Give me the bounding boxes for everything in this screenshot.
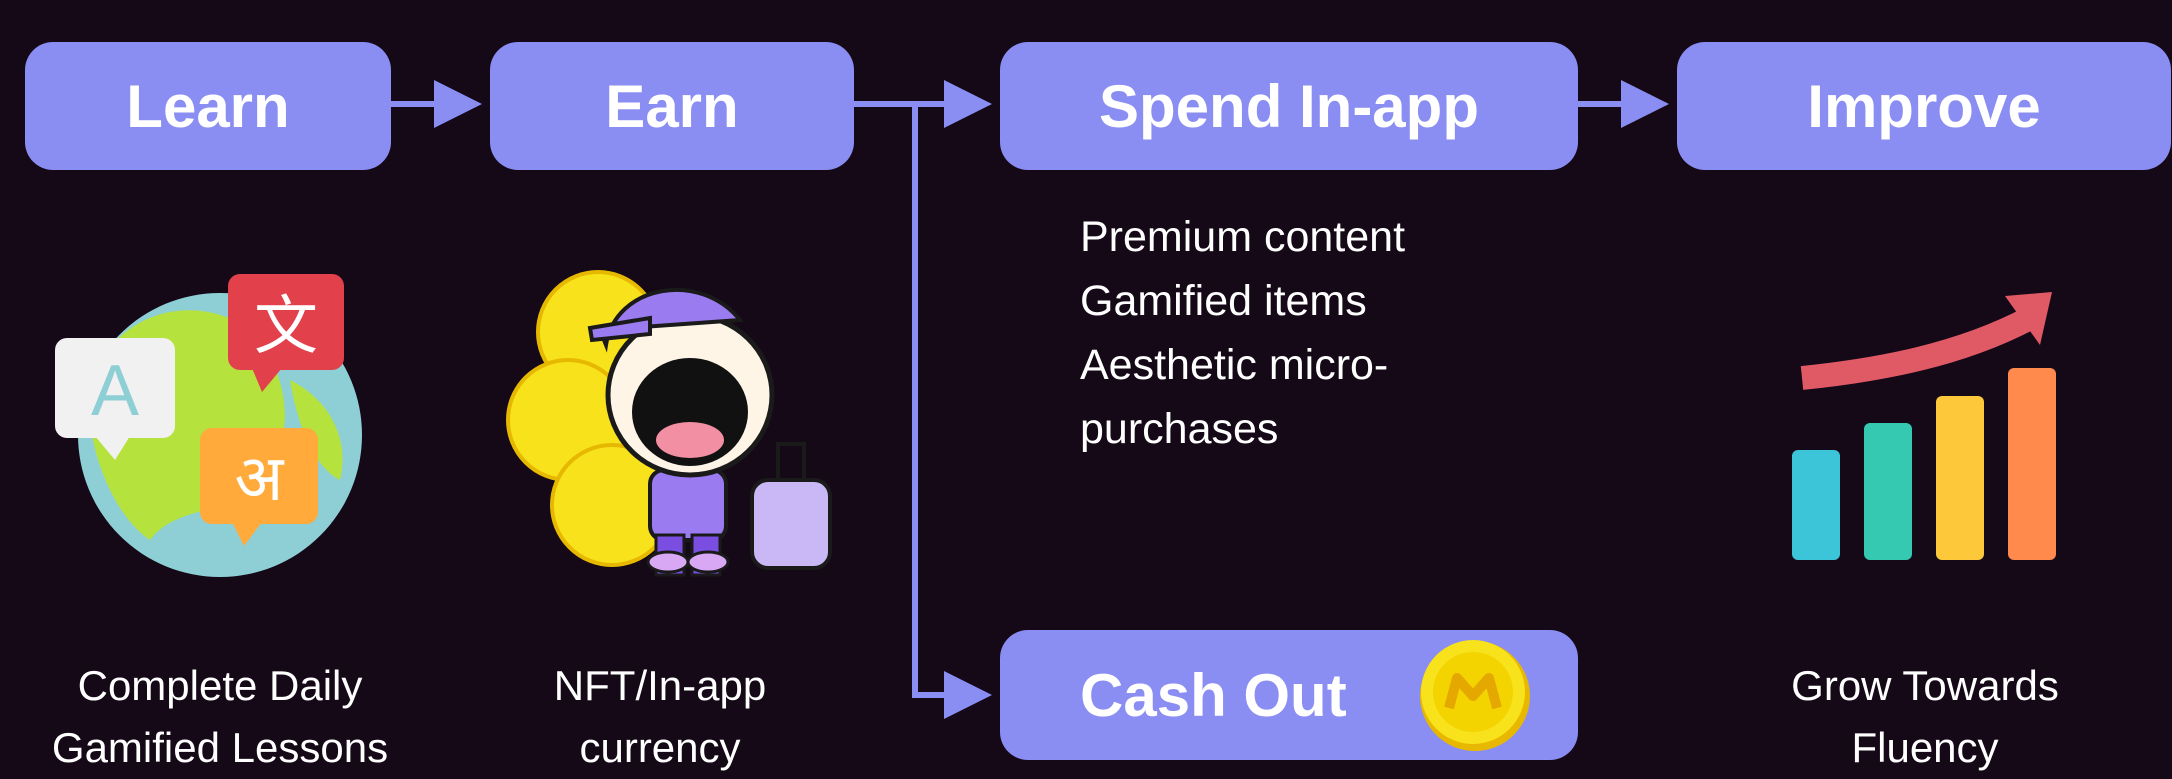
earn-caption-line: currency [579,724,741,771]
earn-caption-line: NFT/In-app [553,662,767,709]
improve-caption-line: Grow Towards [1791,662,2059,709]
improve-caption-line: Fluency [1851,724,1999,771]
spend-in-app-box: Spend In-app [1000,42,1578,170]
learn-box: Learn [25,42,391,170]
spend-items-list: Premium content Gamified items Aesthetic… [1080,205,1405,461]
learn-caption-line: Gamified Lessons [51,724,389,771]
chinese-glyph: 文 [254,290,318,364]
learn-caption: Complete Daily Gamified Lessons [10,655,430,779]
learn-caption-line: Complete Daily [77,662,363,709]
earn-label: Earn [605,72,739,140]
spend-item: Aesthetic micro- [1080,341,1389,389]
spend-item: Gamified items [1080,277,1367,325]
improve-label: Improve [1807,72,2041,140]
improve-caption: Grow Towards Fluency [1680,655,2170,779]
latin-glyph: A [91,351,139,431]
spend-item: Premium content [1080,213,1406,261]
arrow-earn-cashout [912,104,992,719]
cash-out-box: Cash Out [1000,630,1578,760]
improve-box: Improve [1677,42,2171,170]
spend-in-app-label: Spend In-app [1099,72,1479,140]
devanagari-glyph: अ [235,442,285,516]
cash-out-label: Cash Out [1080,661,1347,729]
spend-item: purchases [1080,405,1279,453]
earn-caption: NFT/In-app currency [480,655,840,779]
earn-box: Earn [490,42,854,170]
coin-icon [1420,640,1530,751]
learn-label: Learn [126,72,290,140]
